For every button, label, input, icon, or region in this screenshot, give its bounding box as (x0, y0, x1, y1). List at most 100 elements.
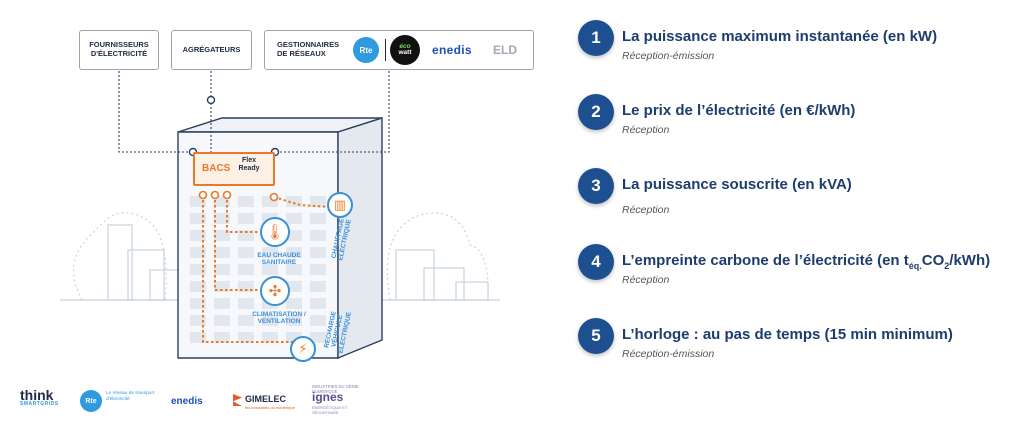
think-logo-sub: SMARTGRIDS (20, 401, 59, 407)
gimelec-mark-icon (233, 394, 242, 406)
think-smartgrids-logo: think SMARTGRIDS (20, 388, 59, 407)
building-window (238, 315, 254, 326)
building-window (310, 264, 326, 275)
item-title: Le prix de l’électricité (en €/kWh) (622, 102, 856, 119)
equipment-nodes (198, 190, 279, 202)
building-window (286, 332, 302, 343)
equipment-connectors (202, 195, 331, 343)
eld-logo: ELD (493, 43, 517, 57)
thermometer-drop-icon: 🌡 (260, 217, 290, 247)
building-window (286, 247, 302, 258)
actor-gestionnaires: GESTIONNAIRES DE RÉSEAUX Rte éco watt en… (264, 30, 534, 70)
building-window (190, 315, 206, 326)
building-window (190, 213, 206, 224)
building-window (214, 332, 230, 343)
building-window (262, 332, 278, 343)
flexibility-diagram: FOURNISSEURS D'ÉLECTRICITÉ AGRÉGATEURS G… (60, 30, 534, 362)
item-title-subscript: éq. (908, 261, 922, 271)
item-title: L’empreinte carbone de l’électricité (en… (622, 252, 990, 271)
city-right (380, 212, 500, 301)
actor-agregateurs: AGRÉGATEURS (171, 30, 252, 70)
rte-partner-text: Le réseau de transport d'électricité (106, 391, 155, 402)
building-window (286, 315, 302, 326)
city-left (60, 212, 190, 301)
item-number-badge: 1 (578, 20, 614, 56)
item-number-badge: 2 (578, 94, 614, 130)
bacs-box: BACS Flex Ready (193, 152, 275, 186)
actor-fournisseurs-label: FOURNISSEURS D'ÉLECTRICITÉ (89, 40, 149, 58)
diagram-graphics (60, 71, 500, 360)
building-window (190, 298, 206, 309)
ignes-logo-top: INDUSTRIES DU GÉNIE NUMÉRIQUE (312, 384, 359, 394)
building-window (214, 230, 230, 241)
item-number-badge: 5 (578, 318, 614, 354)
building-window (262, 196, 278, 207)
actor-fournisseurs: FOURNISSEURS D'ÉLECTRICITÉ (79, 30, 159, 70)
building-window (238, 230, 254, 241)
building-window (310, 315, 326, 326)
item-title-part: L’empreinte carbone de l’électricité (en… (622, 252, 909, 269)
item-subtitle: Réception (622, 274, 670, 286)
building-window (286, 213, 302, 224)
building-window (262, 264, 278, 275)
actor-gestionnaires-label: GESTIONNAIRES DE RÉSEAUX (277, 40, 340, 58)
building-window (310, 332, 326, 343)
ignes-logo: INDUSTRIES DU GÉNIE NUMÉRIQUE ignes ÉNER… (312, 384, 362, 424)
eau-chaude-label: EAU CHAUDE SANITAIRE (257, 252, 301, 267)
ev-charger-icon: ⚡ (290, 336, 316, 362)
item-subtitle: Réception (622, 204, 670, 216)
ecowatt-logo-top: éco (399, 42, 411, 50)
building-window (214, 264, 230, 275)
building-window (238, 213, 254, 224)
radiator-icon: ▥ (327, 192, 353, 218)
list-item: 3 La puissance souscrite (en kVA) Récept… (578, 168, 1018, 218)
building-window (214, 196, 230, 207)
building-window (310, 247, 326, 258)
list-item: 2 Le prix de l’électricité (en €/kWh) Ré… (578, 94, 1018, 144)
rte-partner-logo: Rte Le réseau de transport d'électricité (80, 388, 160, 418)
item-title-part: CO (921, 252, 945, 269)
building-window (238, 298, 254, 309)
ignes-logo-sub: ÉNERGÉTIQUE ET SÉCURITAIRE (312, 405, 348, 415)
building-window (310, 196, 326, 207)
actor-agregateurs-label: AGRÉGATEURS (182, 44, 241, 54)
enedis-logo: enedis (432, 43, 472, 57)
gimelec-logo-text: GIMELEC (245, 394, 287, 404)
actor-connectors (118, 71, 390, 153)
item-subtitle: Réception-émission (622, 50, 715, 62)
building-window (238, 281, 254, 292)
ecowatt-logo-bottom: watt (398, 49, 412, 56)
item-title: La puissance maximum instantanée (en kW) (622, 28, 938, 45)
item-title: La puissance souscrite (en kVA) (622, 176, 852, 193)
building-window (214, 281, 230, 292)
enedis-partner-logo: enedis (171, 396, 203, 407)
building-window (310, 230, 326, 241)
flex-ready-badge: Flex Ready (238, 157, 260, 172)
building-window (214, 298, 230, 309)
building-window (190, 264, 206, 275)
list-item: 5 L’horloge : au pas de temps (15 min mi… (578, 318, 1018, 368)
building-window (238, 247, 254, 258)
item-subtitle: Réception-émission (622, 348, 715, 360)
building-window (286, 281, 302, 292)
item-number-badge: 3 (578, 168, 614, 204)
building-window (310, 298, 326, 309)
building-window (310, 213, 326, 224)
item-title: L’horloge : au pas de temps (15 min mini… (622, 326, 953, 343)
gimelec-logo: GIMELEC les industriels du numérique (233, 392, 303, 416)
gimelec-logo-sub: les industriels du numérique (245, 405, 295, 410)
logo-separator (385, 39, 386, 61)
building-window (286, 264, 302, 275)
building-window (190, 281, 206, 292)
rte-partner-mark: Rte (80, 390, 102, 412)
ignes-logo-text: ignes (312, 390, 344, 404)
building-window (238, 332, 254, 343)
think-logo-text: think (20, 387, 54, 403)
building-window (214, 315, 230, 326)
item-title-part: /kWh) (949, 252, 991, 269)
building-window (214, 247, 230, 258)
rte-logo: Rte (353, 37, 379, 63)
building-window (238, 264, 254, 275)
info-list: 1 La puissance maximum instantanée (en k… (578, 0, 1024, 439)
fan-icon: ✣ (260, 276, 290, 306)
